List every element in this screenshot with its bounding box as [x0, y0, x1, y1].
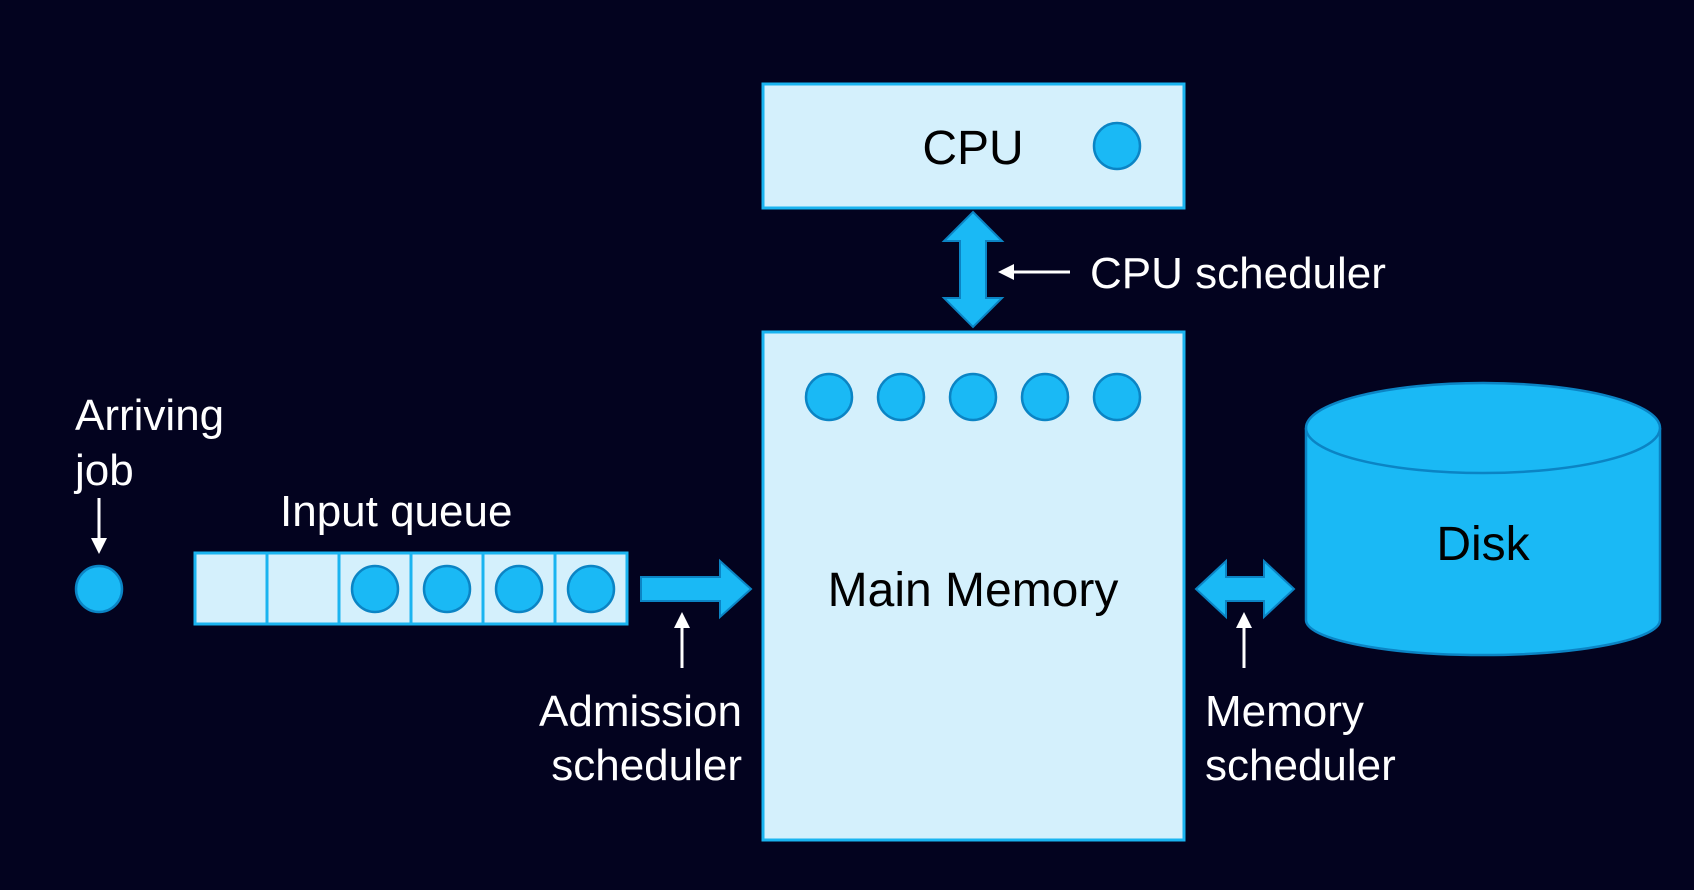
cpu-memory-arrow — [941, 210, 1005, 329]
queued-job — [422, 564, 472, 614]
admission-scheduler-label-line2: scheduler — [551, 741, 742, 790]
memory-job — [804, 372, 854, 422]
memory-job — [1020, 372, 1070, 422]
admission-scheduler-pointer — [674, 612, 690, 668]
memory-scheduler-label-line2: scheduler — [1205, 741, 1396, 790]
memory-scheduler-label-line1: Memory — [1205, 687, 1364, 736]
arriving-job-pointer — [91, 498, 107, 554]
cpu-scheduler-label: CPU scheduler — [1090, 249, 1386, 298]
cpu-label: CPU — [922, 122, 1023, 175]
cpu-scheduler-pointer — [998, 264, 1070, 280]
disk-cylinder: Disk — [1304, 381, 1662, 657]
queue-slot — [193, 551, 269, 626]
memory-scheduler-pointer — [1236, 612, 1252, 668]
cpu-box: CPU — [761, 82, 1186, 210]
arriving-job — [74, 564, 124, 614]
queue-slot — [265, 551, 341, 626]
main-memory-label: Main Memory — [828, 564, 1119, 617]
arriving-job-label-line1: Arriving — [75, 391, 224, 440]
queued-job — [350, 564, 400, 614]
disk-label: Disk — [1436, 518, 1530, 571]
arriving-job-label-line2: job — [73, 446, 134, 495]
input-queue-label: Input queue — [280, 487, 512, 536]
admission-arrow — [640, 558, 753, 620]
memory-job — [1092, 372, 1142, 422]
input-queue — [193, 551, 629, 626]
memory-job — [876, 372, 926, 422]
memory-disk-arrow — [1194, 558, 1296, 620]
memory-job — [948, 372, 998, 422]
cpu-job — [1092, 121, 1142, 171]
queued-job — [494, 564, 544, 614]
queued-job — [566, 564, 616, 614]
main-memory-box: Main Memory — [761, 330, 1186, 842]
admission-scheduler-label-line1: Admission — [539, 687, 742, 736]
